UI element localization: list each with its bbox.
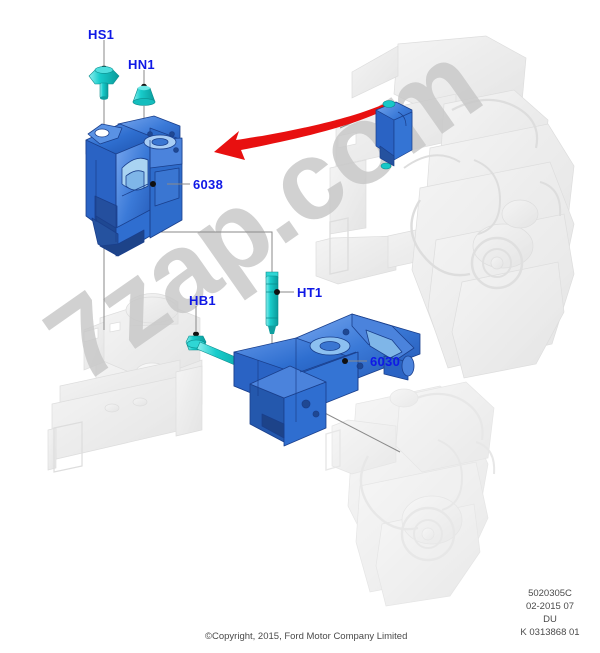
callout-label-HT1[interactable]: HT1 [297,285,323,300]
callout-label-HS1[interactable]: HS1 [88,27,115,42]
callout-label-HN1[interactable]: HN1 [128,57,155,72]
part-HS1-stud[interactable] [88,65,120,100]
callout-label-6038[interactable]: 6038 [193,177,224,192]
callout-label-HB1[interactable]: HB1 [189,293,216,308]
installed-mount-upper [375,100,413,170]
footer-line-2: 02-2015 07 [525,601,575,612]
ghost-engine-lower [325,381,496,607]
part-HN1-nut[interactable] [132,83,156,106]
part-6038-bracket[interactable] [85,115,183,257]
red-arrow-icon [214,104,392,160]
callout-label-6030[interactable]: 6030 [370,354,401,369]
footer-line-4: K 0313868 01 [520,627,580,638]
part-HT1-bolt[interactable] [265,271,279,334]
copyright-text: ©Copyright, 2015, Ford Motor Company Lim… [205,631,408,642]
ghost-engine-upper [315,35,575,379]
part-6030-bracket[interactable] [233,313,421,447]
ghost-mount-lower-left [47,293,203,473]
footer-line-1: 5020305C [528,588,572,599]
footer-line-3: DU [543,614,557,625]
